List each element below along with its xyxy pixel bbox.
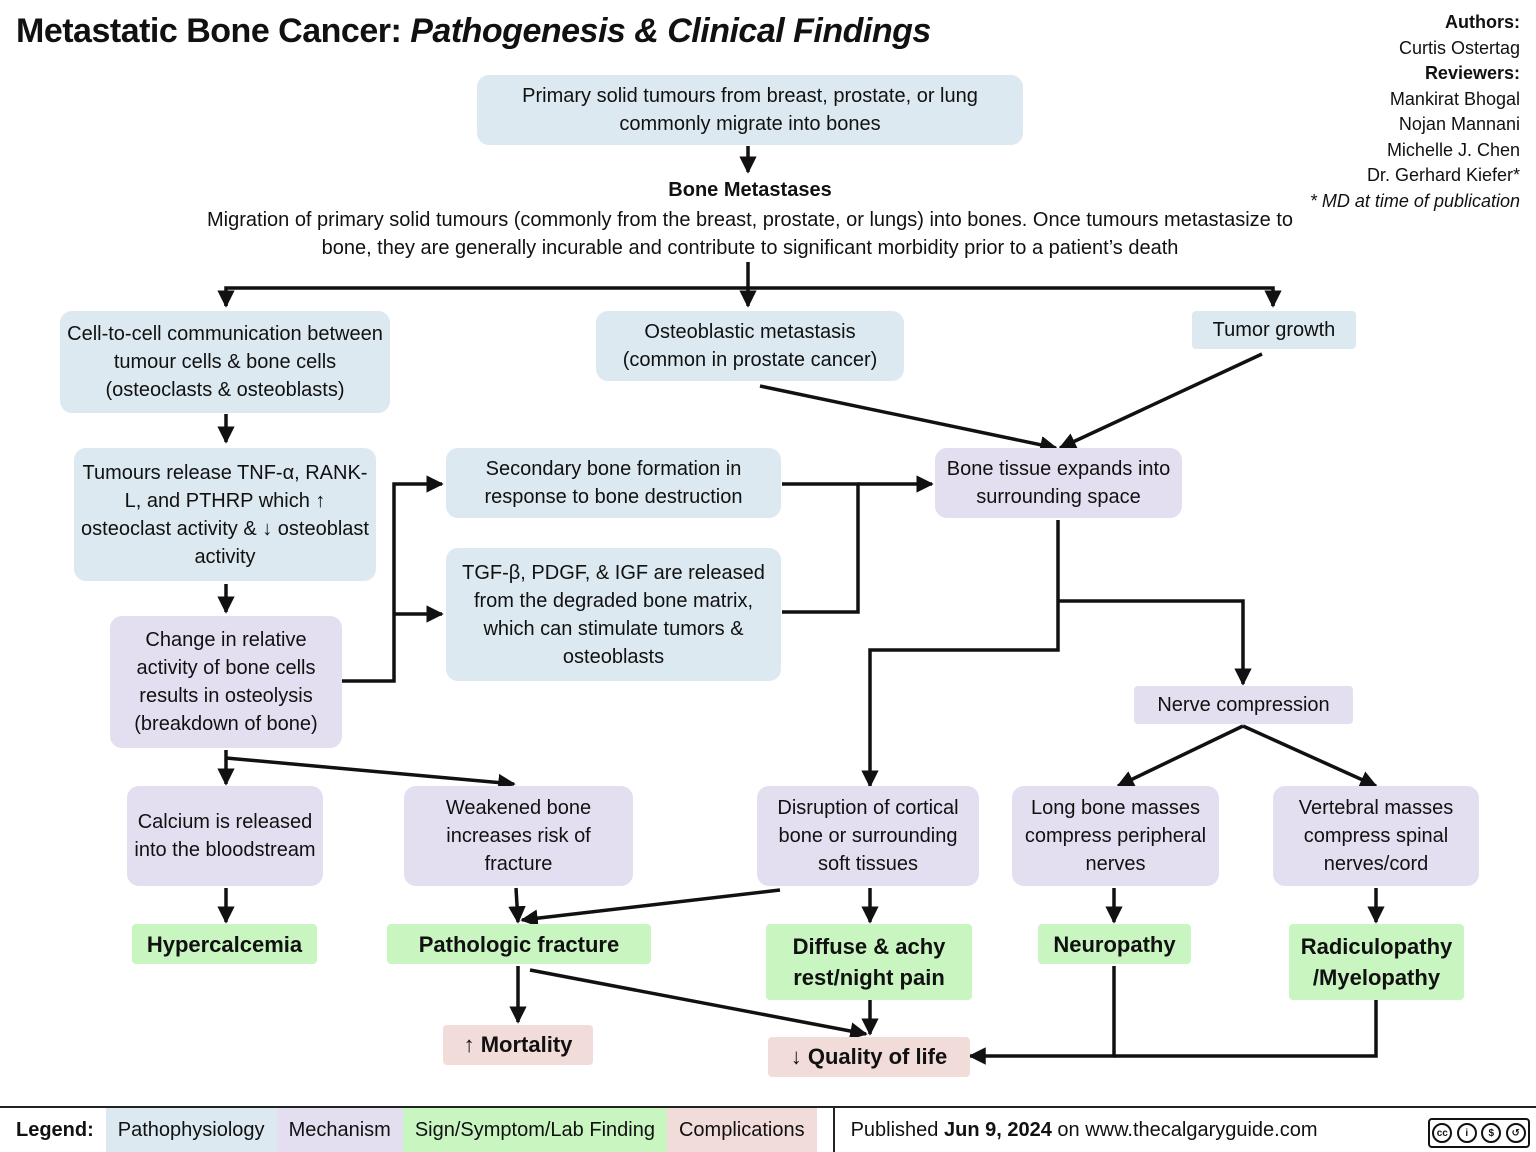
node-bone-expands: Bone tissue expands into surrounding spa… — [935, 448, 1182, 518]
node-mortality: ↑ Mortality — [443, 1025, 593, 1065]
node-diffuse-pain: Diffuse & achy rest/night pain — [766, 924, 972, 1000]
reviewers-label: Reviewers: — [1424, 63, 1520, 83]
reviewer-name: Mankirat Bhogal — [1389, 88, 1520, 109]
published-date: Jun 9, 2024 — [943, 1118, 1052, 1141]
node-disruption: Disruption of cortical bone or surroundi… — [757, 786, 979, 886]
author-name: Curtis Ostertag — [1398, 37, 1520, 58]
node-bone-metastases-title: Bone Metastases — [668, 179, 832, 201]
legend-label: Legend: — [16, 1118, 94, 1141]
published-prefix: Published — [850, 1118, 944, 1141]
node-bone-metastases-desc: Migration of primary solid tumours (comm… — [207, 209, 1293, 259]
node-osteoblastic-metastasis: Osteoblastic metastasis (common in prost… — [596, 311, 904, 381]
node-change-activity: Change in relative activity of bone cell… — [110, 616, 342, 748]
node-nerve-compression: Nerve compression — [1134, 686, 1353, 724]
node-radiculopathy: Radiculopathy /Myelopathy — [1289, 924, 1464, 1000]
node-long-bone-masses: Long bone masses compress peripheral ner… — [1012, 786, 1219, 886]
node-pathologic-fracture: Pathologic fracture — [387, 924, 651, 964]
node-tgf-release: TGF-β, PDGF, & IGF are released from the… — [446, 548, 781, 681]
node-tumor-growth: Tumor growth — [1192, 311, 1356, 349]
legend-divider — [0, 1106, 1536, 1108]
node-quality-of-life: ↓ Quality of life — [768, 1037, 970, 1077]
node-secondary-bone: Secondary bone formation in response to … — [446, 448, 781, 518]
node-hypercalcemia: Hypercalcemia — [132, 924, 317, 964]
title-main: Metastatic Bone Cancer: — [16, 12, 402, 50]
legend-item-pathophysiology: Pathophysiology — [105, 1108, 277, 1152]
authors-note: * MD at time of publication — [1309, 190, 1520, 211]
cc-icon: cc — [1432, 1123, 1453, 1143]
sa-icon: ↺ — [1505, 1123, 1526, 1143]
node-calcium: Calcium is released into the bloodstream — [127, 786, 323, 886]
legend-item-sign: Sign/Symptom/Lab Finding — [402, 1108, 667, 1152]
node-vertebral-masses: Vertebral masses compress spinal nerves/… — [1273, 786, 1479, 886]
reviewer-name: Dr. Gerhard Kiefer* — [1366, 165, 1520, 185]
cc-license-icon: cc i $ ↺ — [1428, 1118, 1530, 1148]
legend-item-mechanism: Mechanism — [276, 1108, 403, 1152]
legend-separator — [832, 1108, 835, 1152]
by-icon: i — [1456, 1123, 1477, 1143]
legend-item-complications: Complications — [666, 1108, 817, 1152]
reviewer-name: Michelle J. Chen — [1386, 139, 1520, 160]
authors-block: Authors: Curtis Ostertag Reviewers: Mank… — [1290, 10, 1520, 214]
published-text: Published Jun 9, 2024 on www.thecalgaryg… — [851, 1119, 1318, 1142]
nc-icon: $ — [1481, 1123, 1502, 1143]
authors-label: Authors: — [1445, 12, 1520, 32]
node-tumours-release: Tumours release TNF-α, RANK-L, and PTHRP… — [74, 448, 376, 581]
node-neuropathy: Neuropathy — [1038, 924, 1191, 964]
page-title: Metastatic Bone Cancer: Pathogenesis & C… — [16, 12, 931, 51]
node-primary-tumours: Primary solid tumours from breast, prost… — [477, 75, 1023, 145]
legend: Legend: Pathophysiology Mechanism Sign/S… — [0, 1108, 1536, 1152]
title-sub: Pathogenesis & Clinical Findings — [410, 12, 931, 50]
reviewer-name: Nojan Mannani — [1398, 114, 1520, 134]
published-suffix: on www.thecalgaryguide.com — [1051, 1118, 1318, 1141]
node-weakened-bone: Weakened bone increases risk of fracture — [404, 786, 633, 886]
node-cell-communication: Cell-to-cell communication between tumou… — [60, 311, 390, 413]
